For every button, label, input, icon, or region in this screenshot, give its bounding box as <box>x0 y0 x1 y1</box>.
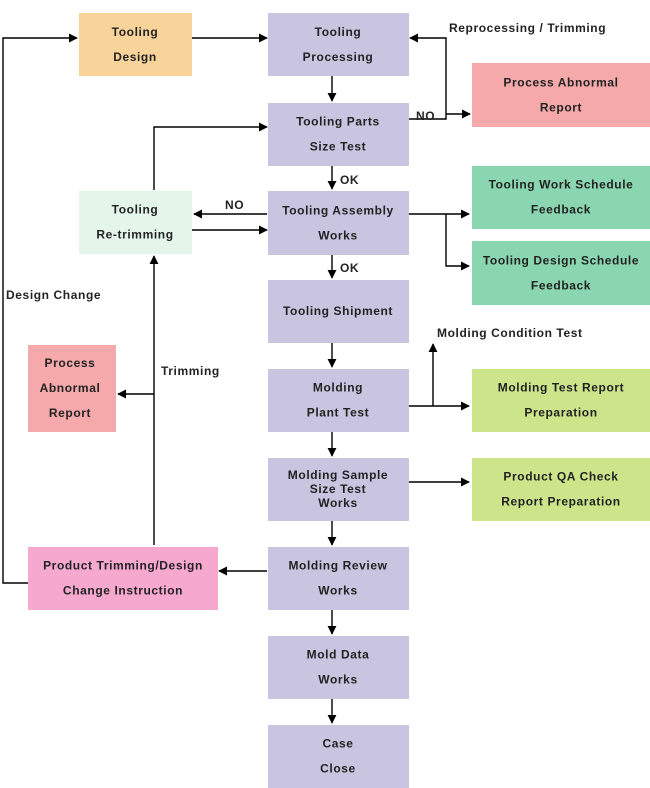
box-text-line: Tooling <box>112 203 159 217</box>
box-text-line: Process <box>45 356 96 370</box>
box-text-line: Abnormal <box>40 381 101 395</box>
box-text-line: Report Preparation <box>501 495 621 509</box>
box-text-line: Feedback <box>531 203 591 217</box>
svg-text:Tooling Shipment: Tooling Shipment <box>283 304 393 318</box>
connectors <box>2 33 471 724</box>
box-text-line: Tooling Assembly <box>282 204 394 218</box>
label-ok-assembly: OK <box>340 261 359 275</box>
arrow-reprocessing-loop <box>409 33 447 120</box>
box-text-line: Plant Test <box>307 406 369 420</box>
box-text-line: Preparation <box>524 406 597 420</box>
box-text-line: Works <box>318 229 357 243</box>
box-text-line: Re-trimming <box>96 228 173 242</box>
box-text-line: Size Test <box>310 140 367 154</box>
box-text-line: Molding Test Report <box>498 381 625 395</box>
box-text-line: Processing <box>303 50 374 64</box>
label-reprocessing-trimming: Reprocessing / Trimming <box>449 21 606 35</box>
box-text-line: Report <box>49 406 91 420</box>
label-molding-condition-test: Molding Condition Test <box>437 326 583 340</box>
label-ok-parts-test: OK <box>340 173 359 187</box>
box-text-line: Product QA Check <box>503 470 618 484</box>
box-text-line: Mold Data <box>307 648 370 662</box>
box-text-line: Works <box>318 584 357 598</box>
box-text-line: Molding <box>313 381 363 395</box>
label-no-assembly: NO <box>225 198 244 212</box>
arrow-design-change-loop <box>2 33 78 584</box>
box-text-line: Design <box>113 50 157 64</box>
box-text-line: Tooling Parts <box>296 115 380 129</box>
label-trimming: Trimming <box>161 364 220 378</box>
box-text-line: Case <box>322 737 353 751</box>
arrow-assembly-to-design-feedback <box>445 214 470 271</box>
box-text-line: Product Trimming/Design <box>43 559 203 573</box>
box-text-line: Works <box>318 673 357 687</box>
box-text-line: Molding Review <box>288 559 387 573</box>
box-text-line: Tooling Design Schedule <box>483 254 639 268</box>
shipment-box[interactable]: Tooling Shipment <box>268 280 409 343</box>
box-text-line: Tooling Work Schedule <box>489 178 634 192</box>
box-text-line: Size Test <box>310 482 367 496</box>
arrow-retrimming-to-parts-test <box>153 122 268 190</box>
label-no-parts-test: NO <box>416 109 435 123</box>
box-text-line: Tooling <box>112 25 159 39</box>
box-text-line: Close <box>320 762 356 776</box>
box-text-line: Process Abnormal <box>503 76 618 90</box>
box-text-line: Report <box>540 101 582 115</box>
box-text-line: Feedback <box>531 279 591 293</box>
edge-labels: Reprocessing / Trimming NO OK NO OK Mold… <box>6 21 606 378</box>
box-text-line: Molding Sample <box>288 468 388 482</box>
box-text-line: Change Instruction <box>63 584 183 598</box>
box-text-line: Tooling Shipment <box>283 304 393 318</box>
box-text-line: Tooling <box>315 25 362 39</box>
label-design-change: Design Change <box>6 288 101 302</box>
box-text-line: Works <box>318 496 357 510</box>
